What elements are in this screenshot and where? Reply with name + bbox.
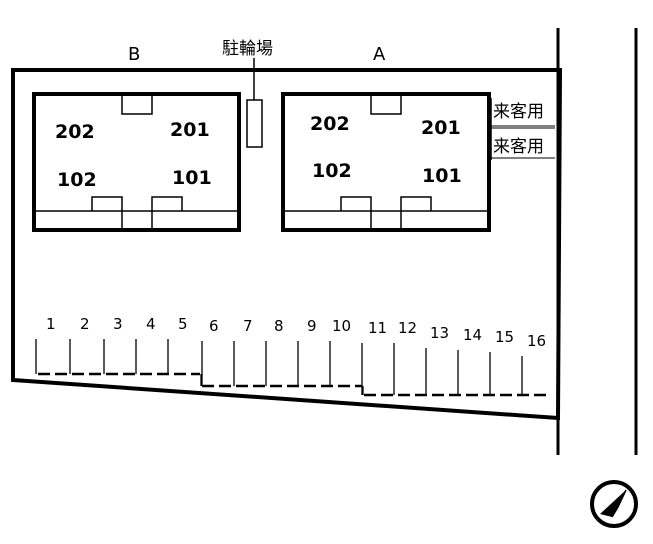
parking-space-number: 16 [527,332,546,350]
parking-space-number: 6 [209,317,219,335]
parking-space-number: 2 [80,315,90,333]
room-b-202: 202 [55,121,95,143]
parking-space-number: 12 [398,319,417,337]
parking-space-number: 5 [178,315,188,333]
north-arrow-icon [590,480,638,528]
parking-space-number: 3 [113,315,123,333]
guest-parking-label-1: 来客用 [493,102,544,122]
parking-space-number: 14 [463,326,482,344]
room-b-102: 102 [57,169,97,191]
building-b-label: B [128,44,140,65]
room-a-102: 102 [312,160,352,182]
room-a-101: 101 [422,165,462,187]
parking-space-number: 4 [146,315,156,333]
parking-space-number: 13 [430,324,449,342]
parking-space-number: 10 [332,317,351,335]
building-a-label: A [373,44,386,65]
parking-space-number: 9 [307,317,317,335]
bicycle-parking-area [246,99,263,148]
room-a-202: 202 [310,113,350,135]
guest-parking-label-2: 来客用 [493,137,544,157]
parking-space-number: 7 [243,317,253,335]
parking-space-number: 11 [368,319,387,337]
lot-boundary [11,68,563,421]
bicycle-parking-label: 駐輪場 [222,39,273,59]
room-b-201: 201 [170,119,210,141]
room-a-201: 201 [421,117,461,139]
building-a: 202 201 102 101 [281,92,491,232]
building-b: 202 201 102 101 [32,92,241,232]
parking-space-number: 1 [46,315,56,333]
parking-space-number: 8 [274,317,284,335]
room-b-101: 101 [172,167,212,189]
guest-parking: 来客用 来客用 [490,98,555,160]
parking-space-number: 15 [495,328,514,346]
